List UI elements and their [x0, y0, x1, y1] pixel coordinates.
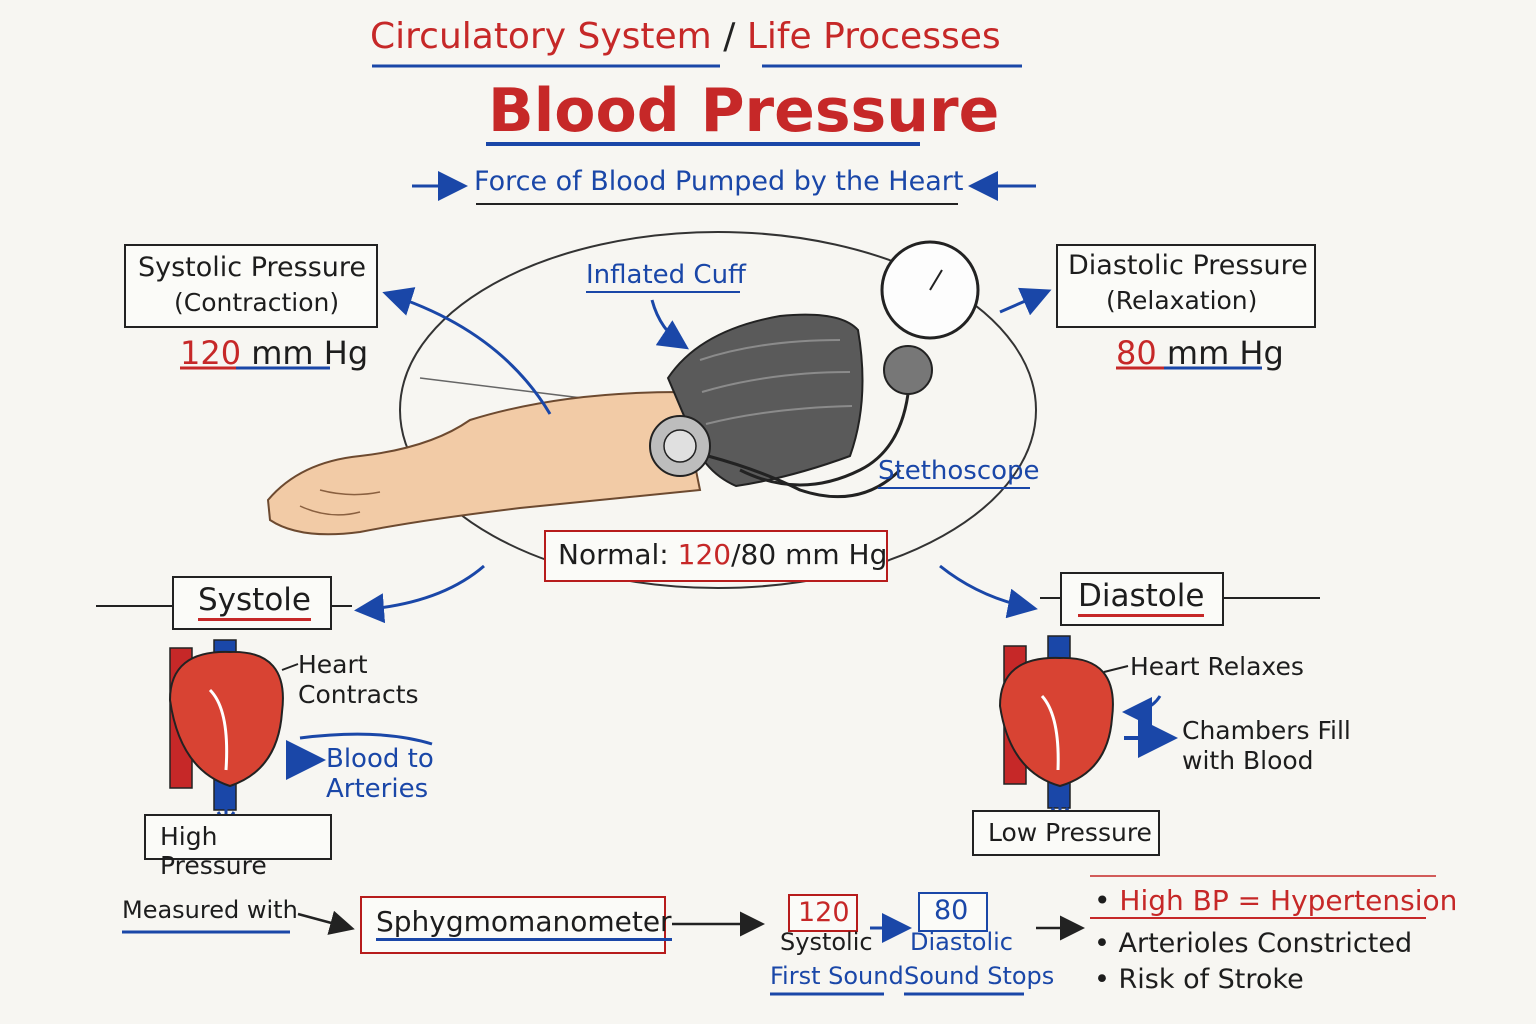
high-bp-point: • Arterioles Constricted [1094, 928, 1413, 959]
scene-ellipse [399, 231, 1037, 589]
systole-arrow [354, 564, 485, 624]
stethoscope-head [663, 429, 697, 463]
diastolic-value: 80 [1116, 334, 1157, 372]
definition-text: Force of Blood Pumped by the Heart [474, 166, 964, 197]
measured-with-label: Measured with [122, 896, 298, 924]
systole-box: Systole [172, 576, 332, 630]
page-title: Blood Pressure [488, 76, 1000, 146]
gauge-needle [929, 269, 943, 291]
stethoscope-tube [707, 454, 902, 499]
systole-action-line2: Contracts [298, 680, 419, 709]
diastolic-value-line: 80 mm Hg [1116, 334, 1284, 372]
systole-action: Heart Contracts [298, 650, 419, 710]
diastole-flow-line1: Chambers Fill [1182, 716, 1351, 745]
subject-a: Circulatory System [370, 16, 712, 57]
diastolic-arrow [999, 287, 1052, 316]
sys-sound: First Sound [770, 962, 904, 990]
diastole-heart-illustration [998, 635, 1114, 823]
bullet-icon: • [1094, 884, 1111, 917]
cuff-illustration [666, 313, 864, 488]
cuff-label: Inflated Cuff [586, 260, 746, 290]
high-pressure-label: High Pressure [160, 822, 267, 880]
bullet-icon: • [1094, 928, 1119, 959]
normal-bp-box: Normal: 120/80 mm Hg [544, 530, 888, 582]
diastole-action-pointer [1103, 665, 1129, 673]
systolic-unit: mm Hg [251, 334, 369, 372]
dia-value-box: 80 [918, 892, 988, 932]
systole-heart-illustration [168, 639, 284, 827]
systole-label: Systole [198, 582, 311, 621]
dia-label: Diastolic [910, 928, 1013, 956]
subject-slash: / [723, 16, 736, 57]
diastole-action: Heart Relaxes [1130, 652, 1304, 681]
instrument-label: Sphygmomanometer [376, 906, 672, 941]
cuff-pointer [650, 299, 689, 350]
systole-flow-line2: Arteries [326, 774, 429, 804]
systolic-value-line: 120 mm Hg [180, 334, 368, 372]
high-bp-point: • Risk of Stroke [1094, 964, 1304, 995]
systolic-value: 120 [180, 334, 242, 372]
normal-label: Normal: [558, 538, 669, 571]
high-bp-points: • Arterioles Constricted • Risk of Strok… [1094, 926, 1412, 998]
low-pressure-label: Low Pressure [988, 818, 1152, 847]
systolic-sub: (Contraction) [174, 288, 340, 317]
systolic-arrow [382, 287, 552, 415]
stethoscope-label: Stethoscope [878, 456, 1040, 486]
arm-illustration [266, 390, 702, 536]
subject-line: Circulatory System / Life Processes [370, 16, 1001, 57]
diastolic-pressure-box: Diastolic Pressure (Relaxation) [1056, 244, 1316, 328]
diastole-arrow [939, 564, 1038, 619]
diastolic-title: Diastolic Pressure [1068, 250, 1308, 281]
hand-lines [299, 489, 381, 516]
normal-sys-value: 120 [677, 538, 732, 571]
high-bp-heading: High BP = Hypertension [1119, 884, 1458, 917]
normal-rest: /80 mm Hg [731, 538, 888, 571]
low-pressure-box: Low Pressure [972, 810, 1160, 856]
diastole-box: Diastole [1060, 572, 1224, 626]
sys-value-box: 120 [788, 894, 858, 932]
gauge-tube [739, 393, 910, 487]
sys-label: Systolic [780, 928, 873, 956]
high-pressure-box: High Pressure [144, 814, 332, 880]
measured-arrow [297, 910, 355, 935]
cuff-texture [699, 339, 853, 425]
systole-flow-line1: Blood to [326, 744, 434, 774]
sys-value: 120 [798, 897, 850, 928]
dia-sound: Sound Stops [904, 962, 1055, 990]
systolic-title: Systolic Pressure [138, 252, 367, 283]
systole-action-line1: Heart [298, 650, 368, 679]
systolic-pressure-box: Systolic Pressure (Contraction) [124, 244, 378, 328]
dia-value: 80 [934, 895, 969, 926]
systole-action-pointer [281, 663, 299, 671]
systole-flow-swoosh [299, 732, 433, 746]
diastolic-sub: (Relaxation) [1106, 286, 1258, 315]
diastole-relax-arrow [1122, 695, 1162, 727]
high-bp-heading-line: • High BP = Hypertension [1094, 884, 1457, 917]
gauge-bulb [883, 345, 933, 395]
normal-bp-line: Normal: 120/80 mm Hg [558, 538, 887, 571]
diastole-flow-line2: with Blood [1182, 746, 1314, 775]
diastole-flow: Chambers Fill with Blood [1182, 716, 1351, 776]
diastolic-unit: mm Hg [1166, 334, 1284, 372]
subject-b: Life Processes [746, 16, 1001, 57]
systole-flow: Blood to Arteries [326, 744, 434, 804]
diastole-label: Diastole [1078, 578, 1205, 617]
instrument-box: Sphygmomanometer [360, 896, 672, 954]
bullet-icon: • [1094, 964, 1119, 995]
